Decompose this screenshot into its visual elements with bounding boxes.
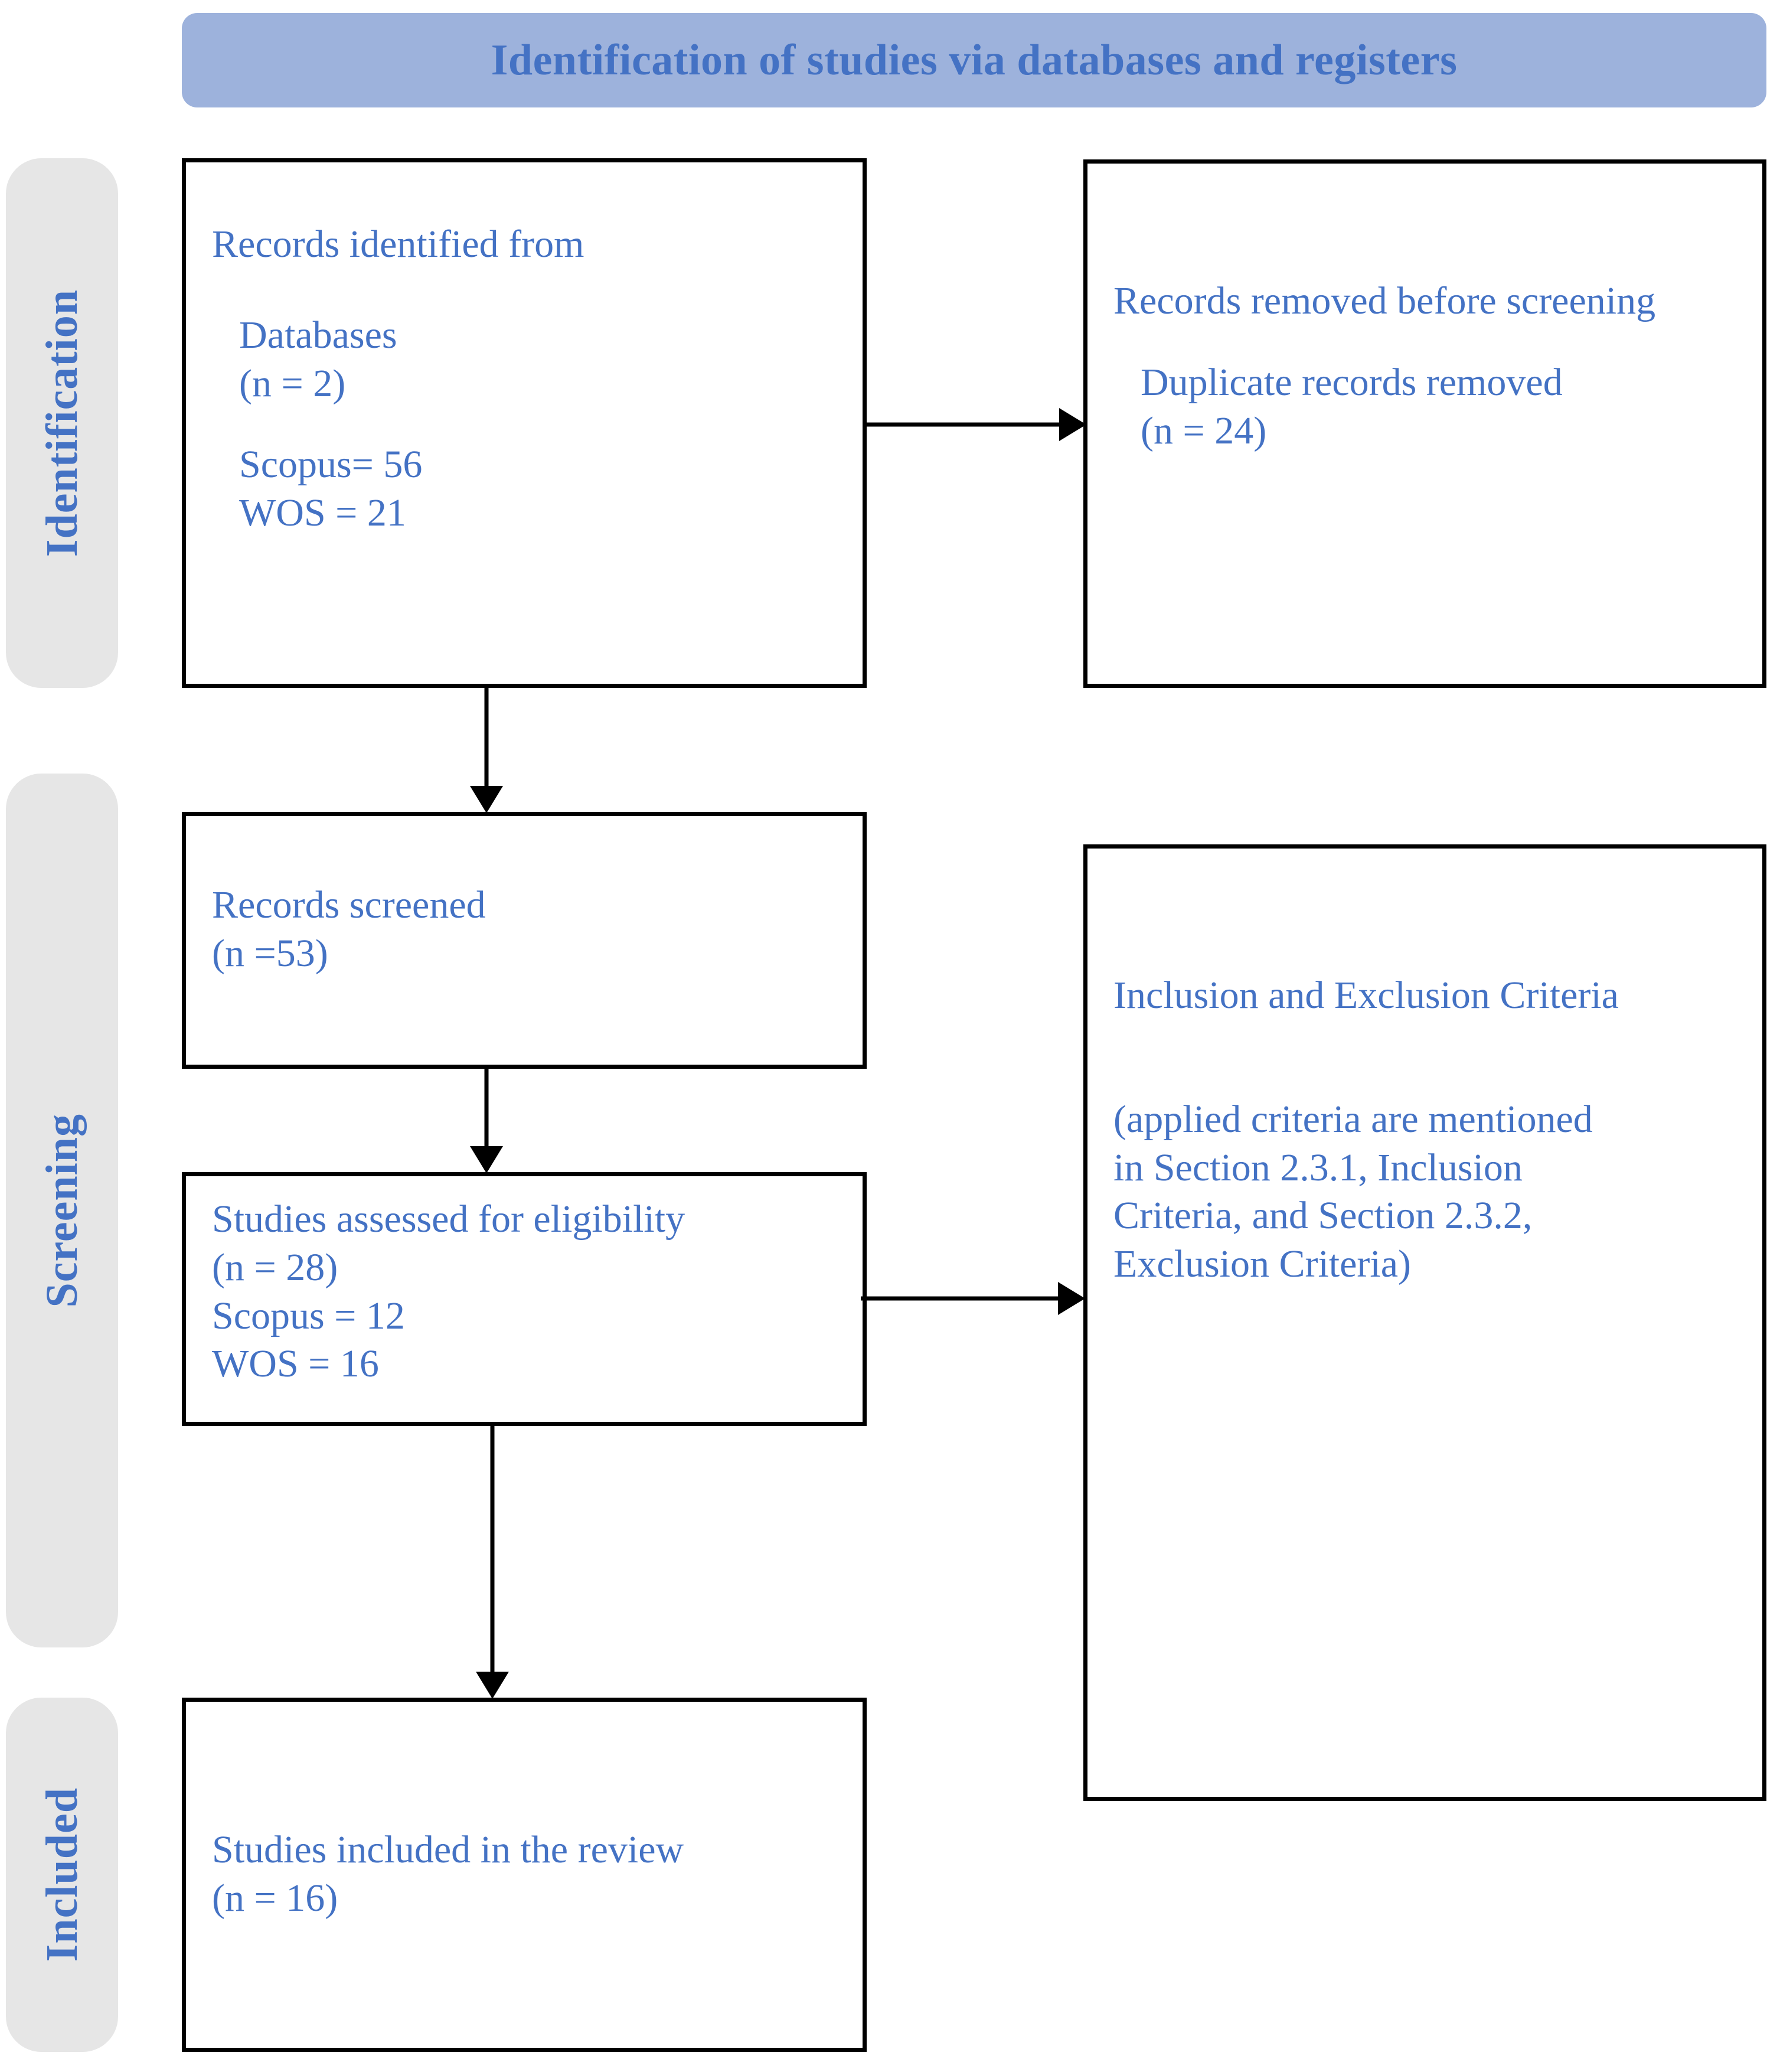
spacer — [212, 269, 842, 311]
criteria-note-line-2: in Section 2.3.1, Inclusion — [1113, 1146, 1523, 1189]
eligibility-scopus: Scopus = 12 — [212, 1294, 405, 1337]
records-removed-heading: Records removed before screening — [1113, 279, 1656, 322]
box-records-screened-content: Records screened (n =53) — [212, 881, 842, 978]
box-inclusion-exclusion-criteria-content: Inclusion and Exclusion Criteria (applie… — [1113, 971, 1742, 1288]
included-count: (n = 16) — [212, 1876, 338, 1920]
spacer — [212, 407, 842, 440]
records-identified-source-count: (n = 2) — [239, 361, 346, 405]
arrow-head-right-icon — [1058, 1282, 1085, 1315]
criteria-note-line-3: Criteria, and Section 2.3.2, — [1113, 1194, 1533, 1238]
arrow-head-right-icon — [1059, 408, 1086, 441]
arrow-shaft — [484, 688, 489, 788]
spacer — [1113, 1062, 1742, 1095]
included-heading: Studies included in the review — [212, 1828, 684, 1871]
criteria-note-line-4: Exclusion Criteria) — [1113, 1242, 1412, 1286]
box-studies-assessed-eligibility-content: Studies assessed for eligibility (n = 28… — [212, 1195, 842, 1388]
records-screened-heading: Records screened — [212, 883, 486, 926]
criteria-heading: Inclusion and Exclusion Criteria — [1113, 974, 1619, 1017]
records-identified-wos: WOS = 21 — [239, 491, 406, 535]
box-records-screened: Records screened (n =53) — [182, 812, 867, 1069]
arrow-down-identified-to-screened — [469, 688, 504, 813]
box-records-removed: Records removed before screening Duplica… — [1083, 159, 1766, 688]
records-screened-count: (n =53) — [212, 931, 328, 975]
arrow-shaft — [861, 1296, 1060, 1301]
records-identified-scopus: Scopus= 56 — [239, 443, 423, 487]
records-removed-detail-label: Duplicate records removed — [1141, 360, 1563, 404]
eligibility-count: (n = 28) — [212, 1245, 338, 1289]
records-removed-detail-count: (n = 24) — [1141, 409, 1267, 452]
stage-label-screening: Screening — [37, 1113, 87, 1308]
box-records-identified: Records identified from Databases (n = 2… — [182, 158, 867, 688]
box-records-removed-content: Records removed before screening Duplica… — [1113, 277, 1742, 455]
eligibility-wos: WOS = 16 — [212, 1342, 379, 1386]
arrow-head-down-icon — [470, 786, 503, 813]
arrow-shaft — [867, 422, 1062, 427]
diagram-banner: Identification of studies via databases … — [182, 13, 1766, 107]
box-studies-assessed-eligibility: Studies assessed for eligibility (n = 28… — [182, 1172, 867, 1426]
stage-tab-identification: Identification — [6, 158, 118, 688]
stage-tab-screening: Screening — [6, 774, 118, 1647]
arrow-right-identified-to-removed — [867, 407, 1086, 442]
stage-label-identification: Identification — [37, 289, 87, 557]
box-studies-included-content: Studies included in the review (n = 16) — [212, 1826, 842, 1923]
arrow-down-eligibility-to-included — [475, 1426, 509, 1699]
records-identified-source-label: Databases — [239, 313, 397, 357]
stage-tab-included: Included — [6, 1698, 118, 2052]
banner-title: Identification of studies via databases … — [491, 36, 1458, 84]
arrow-shaft — [484, 1069, 489, 1148]
arrow-shaft — [490, 1426, 495, 1674]
eligibility-heading: Studies assessed for eligibility — [212, 1197, 685, 1241]
spacer — [1113, 1020, 1742, 1062]
arrow-down-screened-to-eligibility — [469, 1069, 504, 1173]
records-identified-heading: Records identified from — [212, 223, 584, 266]
arrow-head-down-icon — [476, 1672, 509, 1699]
box-records-identified-content: Records identified from Databases (n = 2… — [212, 220, 842, 537]
box-inclusion-exclusion-criteria: Inclusion and Exclusion Criteria (applie… — [1083, 844, 1766, 1801]
arrow-right-eligibility-to-criteria — [861, 1281, 1085, 1316]
arrow-head-down-icon — [470, 1146, 503, 1173]
box-studies-included: Studies included in the review (n = 16) — [182, 1698, 867, 2052]
spacer — [1113, 325, 1742, 358]
stage-label-included: Included — [37, 1787, 87, 1962]
criteria-note-line-1: (applied criteria are mentioned — [1113, 1097, 1593, 1141]
